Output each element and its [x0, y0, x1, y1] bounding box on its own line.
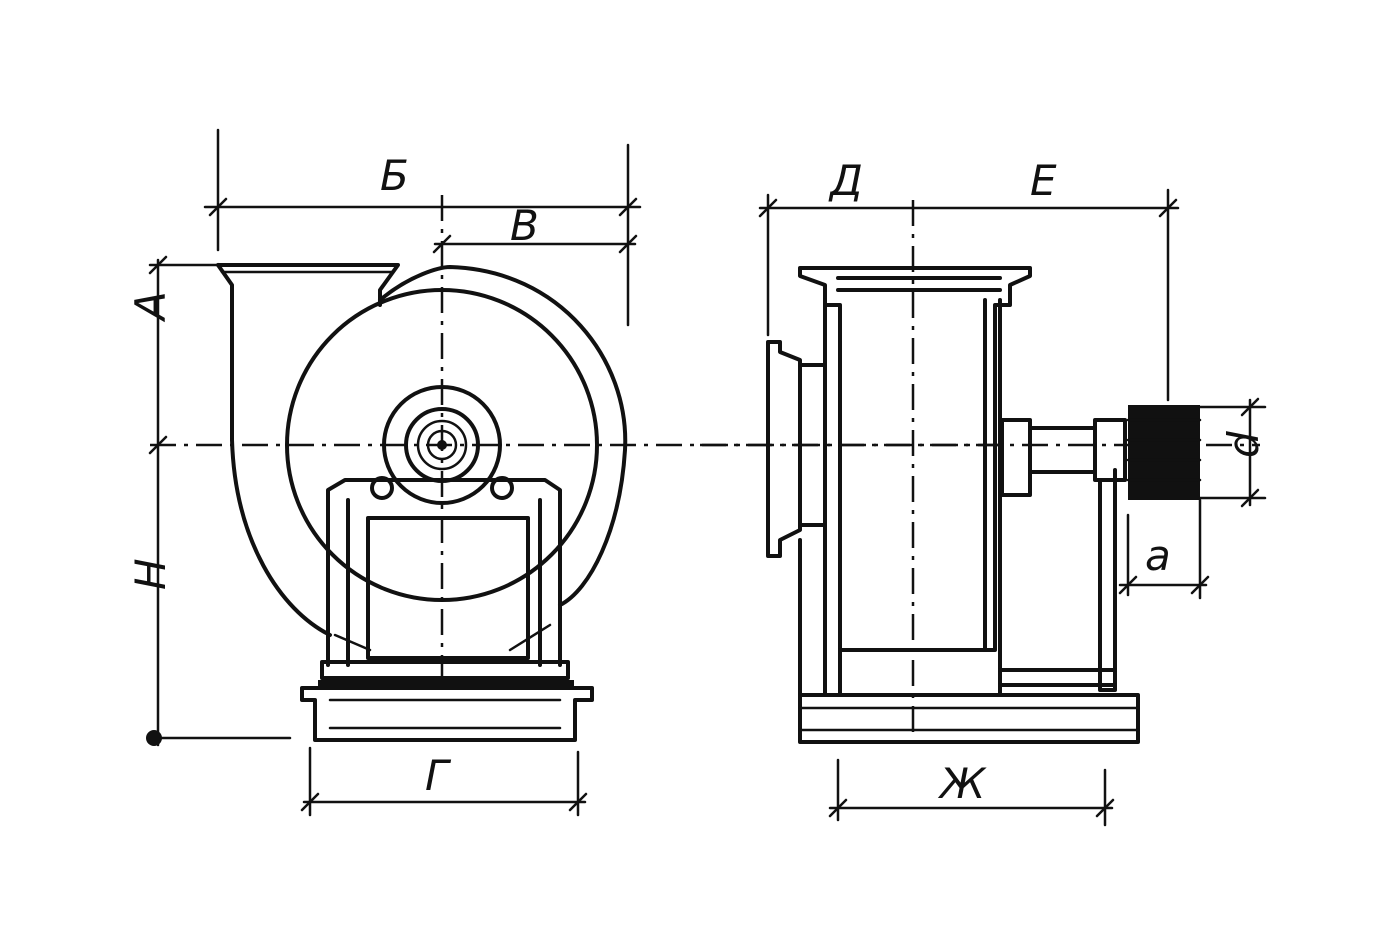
dimensions	[146, 128, 1267, 827]
side-base	[798, 693, 1140, 744]
shaft-bearing	[1000, 418, 1032, 497]
side-view	[700, 200, 1260, 744]
front-view	[150, 195, 1000, 742]
label-a-small: а	[1145, 531, 1171, 580]
label-d: Д	[828, 156, 863, 205]
scroll-casing	[378, 265, 628, 607]
side-casing	[798, 266, 1032, 652]
impeller-circle	[285, 288, 599, 602]
label-a: А	[126, 291, 175, 323]
hub-outer	[382, 385, 502, 505]
label-d-small: d	[1219, 431, 1268, 458]
motor-frame	[326, 478, 562, 667]
label-zh: Ж	[937, 759, 987, 808]
inlet-flange	[766, 340, 802, 558]
label-b: Б	[380, 151, 409, 200]
label-e: Е	[1030, 156, 1057, 205]
label-g: Г	[425, 751, 452, 800]
label-v: В	[510, 201, 539, 250]
outlet-flange	[216, 263, 400, 442]
label-h: Н	[126, 558, 175, 590]
front-base	[320, 660, 570, 680]
